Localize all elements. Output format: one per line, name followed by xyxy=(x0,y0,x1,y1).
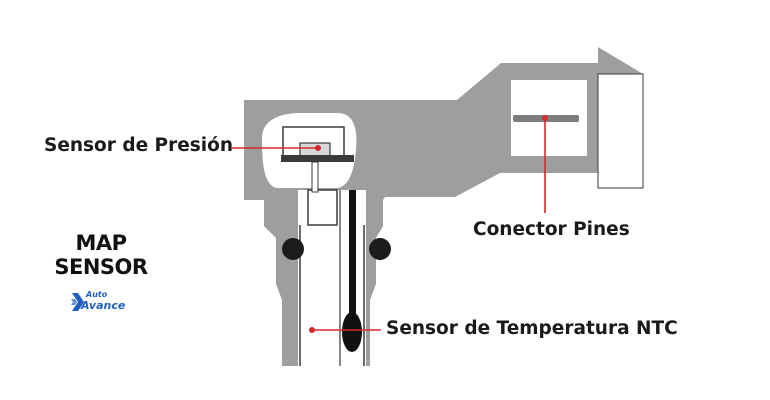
diagram-title-line2: SENSOR xyxy=(54,255,148,279)
ntc-lead xyxy=(349,190,356,330)
o-ring-left xyxy=(282,238,304,260)
probe-divider xyxy=(307,189,338,226)
pressure-sensor-label: Sensor de Presión xyxy=(44,135,234,156)
callout-dot-connector xyxy=(542,115,548,121)
o-ring-right xyxy=(369,238,391,260)
diagram-title-line1: MAP xyxy=(75,231,127,255)
connector-shroud-face xyxy=(597,73,644,189)
callout-dot-temp xyxy=(309,327,315,333)
logo-text-line2: Avance xyxy=(81,299,126,312)
connector-pins-label: Conector Pines xyxy=(473,219,630,240)
pressure-stem xyxy=(311,161,319,193)
logo-arrow-icon xyxy=(71,293,84,311)
callout-dot-pressure xyxy=(315,145,321,151)
pressure-chip xyxy=(299,142,331,157)
pressure-base-plate xyxy=(281,155,354,162)
ntc-thermistor xyxy=(342,312,362,352)
temperature-sensor-label: Sensor de Temperatura NTC xyxy=(386,318,678,339)
auto-avance-logo: Auto Avance xyxy=(71,291,133,313)
logo-text-line1: Auto xyxy=(86,290,108,299)
